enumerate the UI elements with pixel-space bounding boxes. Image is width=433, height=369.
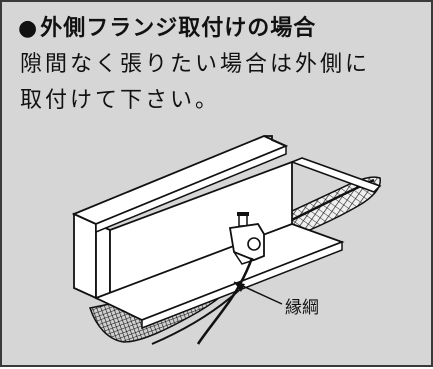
beam-vertical-wall	[264, 135, 287, 147]
instruction-line-1: 隙間なく張りたい場合は外側に	[20, 52, 371, 77]
clamp-fitting	[228, 212, 265, 265]
beam-end-section	[73, 212, 97, 300]
beam-rear-flange	[289, 157, 382, 193]
section-heading-text: 外側フランジ取付けの場合	[40, 16, 317, 41]
section-heading: ●外側フランジ取付けの場合	[18, 10, 316, 42]
instruction-line-2: 取付けて下さい。	[20, 88, 221, 113]
edge-rope-label: 縁綱	[285, 298, 319, 318]
callout-leader	[233, 281, 283, 305]
edge-rope	[196, 257, 254, 345]
bullet-icon: ●	[18, 16, 39, 41]
beam-end-web	[95, 222, 111, 306]
beam-top-flange-edge	[95, 144, 287, 234]
